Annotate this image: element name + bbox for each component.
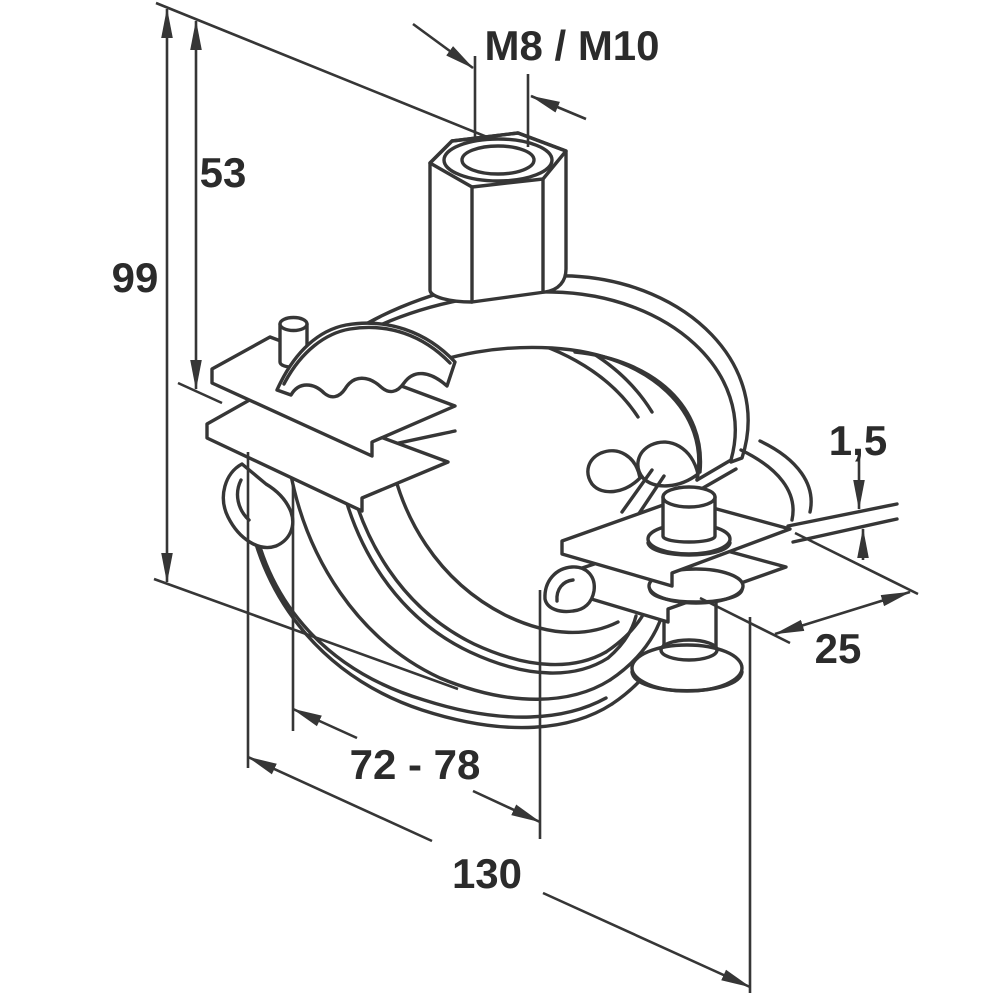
- dim-clamping-range: 72 - 78: [291, 484, 542, 839]
- band-tail-line: [634, 474, 666, 520]
- thread-hole-outer: [442, 137, 554, 183]
- leader-line: [412, 22, 474, 70]
- total-height-label: 99: [112, 254, 159, 301]
- thread-size-label: M8 / M10: [484, 22, 659, 69]
- rubber-scallop-topline: [282, 325, 452, 386]
- band-end-cut: [701, 467, 738, 490]
- hex-nut: [428, 131, 568, 304]
- band-thickness-label: 1,5: [829, 417, 887, 464]
- lower-band-right-arc: [606, 614, 638, 660]
- bolt-body: [661, 495, 717, 544]
- leader-line: [530, 94, 587, 121]
- dimension-line: [542, 891, 751, 989]
- lower-band-far-arc: [739, 448, 795, 522]
- upper-rubber-end-lobe: [586, 449, 642, 494]
- band-ear: [221, 462, 295, 550]
- datum-line-bottom: [153, 577, 459, 691]
- upper-rubber-inlay: [275, 321, 457, 399]
- rubber-rib-arc: [288, 468, 612, 701]
- dim-thread-size: M8 / M10: [412, 22, 660, 147]
- band-edge-strip: [786, 502, 899, 528]
- rubber-rib-arc: [335, 460, 610, 675]
- extension-line: [794, 531, 919, 596]
- overall-width-label: 130: [452, 850, 522, 897]
- upper-rubber-end-lobe: [636, 440, 700, 488]
- upper-rubber-inner-arc: [573, 350, 703, 474]
- dim-total-height: 99: [112, 1, 488, 691]
- band-tail-line: [620, 468, 654, 514]
- extension-line: [699, 596, 791, 645]
- thread-hole-inner: [460, 144, 536, 176]
- lower-band-outer: [250, 512, 608, 719]
- mid-washer-edge: [648, 588, 744, 604]
- plate-height-label: 53: [200, 149, 247, 196]
- bolt-flange-edge: [646, 541, 732, 557]
- clamping-range-label: 72 - 78: [350, 741, 481, 788]
- band-hook-inner: [555, 578, 575, 603]
- lock-screw-washer-edge: [630, 670, 744, 693]
- band-width-label: 25: [815, 625, 862, 672]
- lower-band-far-arc: [758, 439, 813, 514]
- rubber-rib-arc: [343, 457, 608, 667]
- datum-line-bottom: [177, 381, 223, 405]
- band-ear-inner: [235, 478, 251, 522]
- dim-overall-width: 130: [246, 452, 752, 993]
- band-hook: [543, 565, 596, 614]
- dimension-line: [247, 755, 433, 843]
- right-closure: [543, 485, 899, 693]
- dimension-line: [292, 707, 358, 740]
- screw-stud-top: [278, 315, 309, 333]
- hex-nut-body: [428, 131, 568, 304]
- dimension-line: [774, 590, 911, 636]
- dim-band-thickness: 1,5: [829, 417, 887, 560]
- dim-plate-height: 53: [177, 20, 247, 405]
- lock-screw-collar: [659, 638, 719, 662]
- datum-line-top: [155, 1, 488, 139]
- dim-band-width: 25: [699, 531, 919, 672]
- rubber-rib-arc: [386, 440, 620, 635]
- dimension-line: [472, 789, 541, 824]
- bolt-head-top: [661, 485, 717, 509]
- band-edge-strip: [791, 517, 899, 544]
- lower-band-silhouette: [245, 503, 614, 730]
